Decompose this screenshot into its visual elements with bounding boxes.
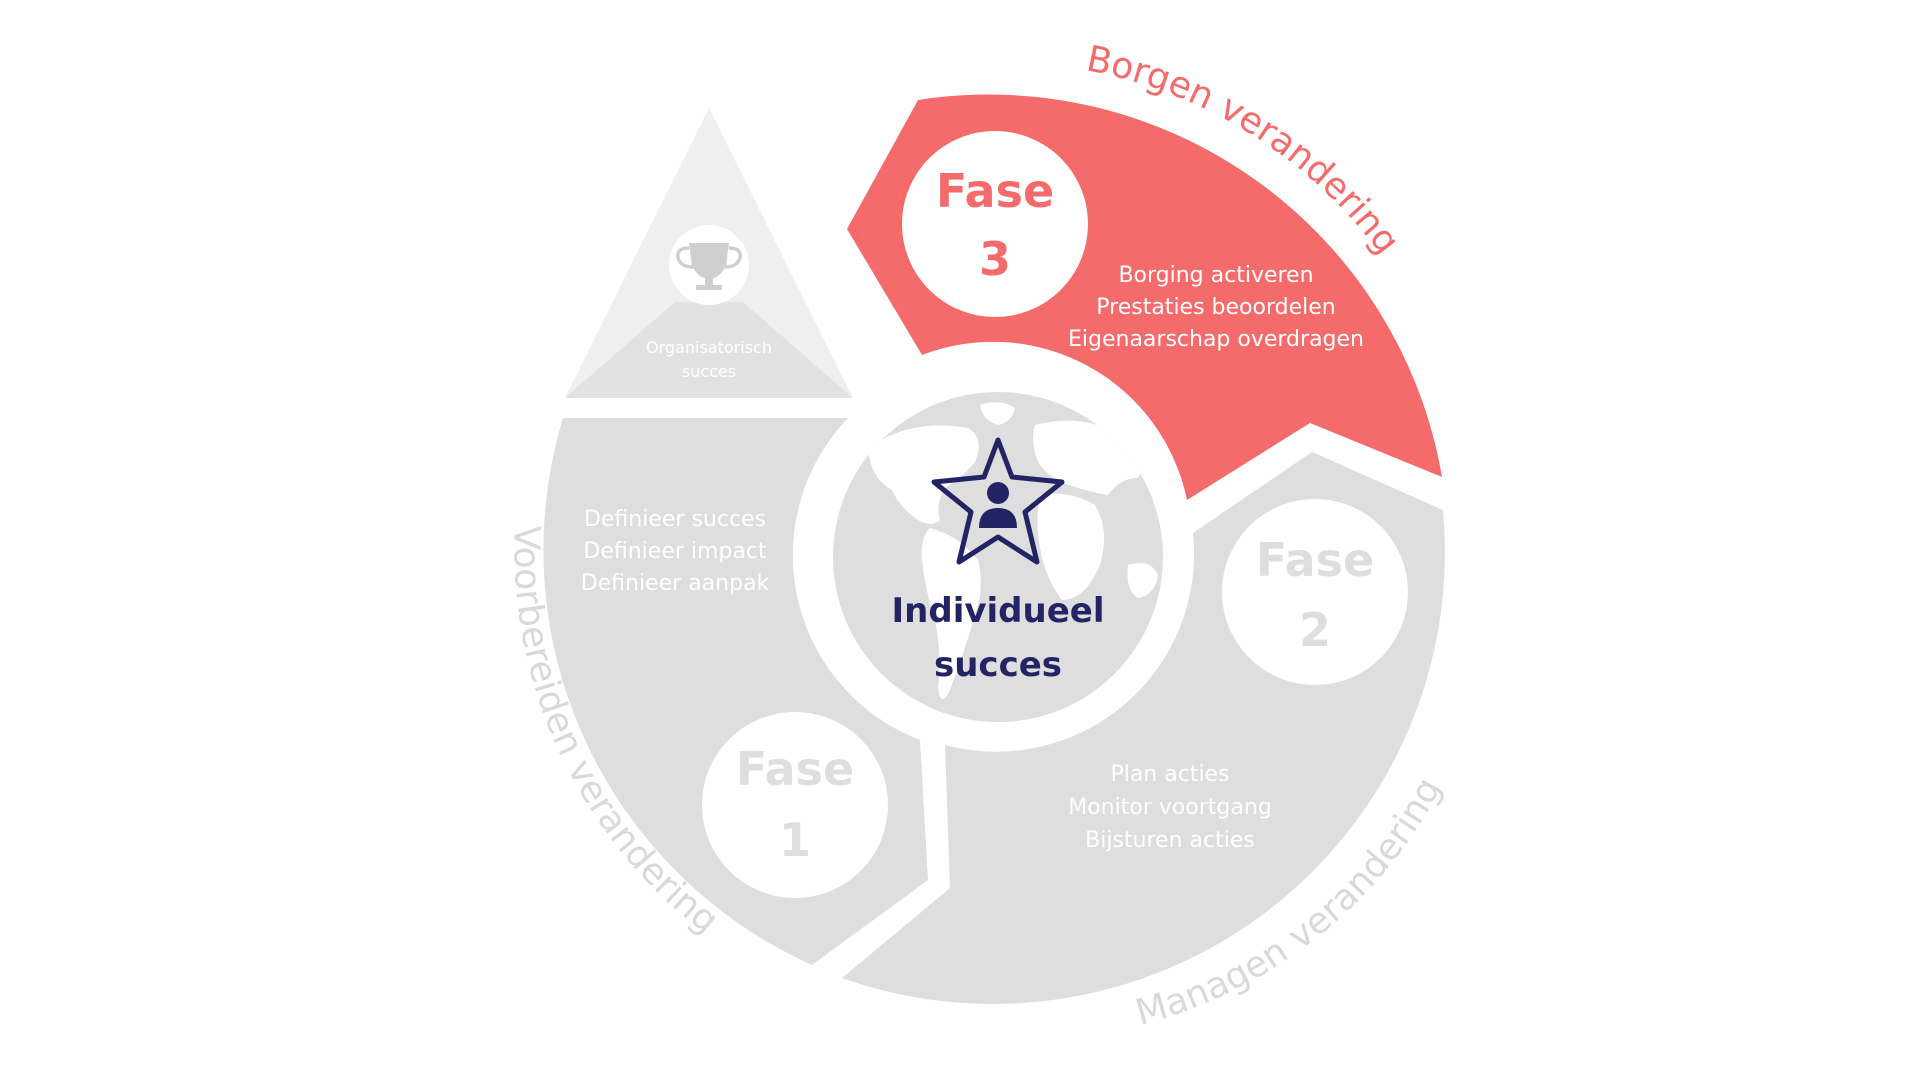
phase-3-segment[interactable]: Fase 3 Borging activeren Prestaties beoo… (847, 94, 1442, 500)
phase-2-item-2: Monitor voortgang (1068, 795, 1272, 820)
person-head (987, 482, 1009, 504)
organisational-success-pyramid: Organisatorisch succes (565, 108, 853, 398)
phase-2-fase-label: Fase (1256, 533, 1374, 587)
trophy-icon (675, 243, 743, 290)
phase-1-item-2: Definieer impact (583, 539, 767, 564)
phase-3-item-2: Prestaties beoordelen (1096, 295, 1335, 320)
phase-2-circle (1222, 499, 1408, 685)
person-body (979, 508, 1017, 528)
individual-success-center: Individueel succes (810, 369, 1186, 745)
center-label-line2: succes (934, 645, 1062, 685)
phase-1-item-3: Definieer aanpak (581, 571, 770, 596)
center-label-line1: Individueel (892, 591, 1105, 631)
phase-3-number: 3 (979, 232, 1011, 286)
phase-2-number: 2 (1299, 603, 1331, 657)
pyramid-label-line2: succes (682, 362, 736, 381)
phase-3-circle (902, 131, 1088, 317)
phase-3-item-3: Eigenaarschap overdragen (1068, 327, 1364, 352)
pyramid-base (565, 302, 853, 398)
phase-1-circle (702, 712, 888, 898)
phase-1-item-1: Definieer succes (584, 507, 766, 532)
phase-2-item-3: Bijsturen acties (1085, 828, 1255, 853)
phase-1-segment[interactable]: Fase 1 Definieer succes Definieer impact… (543, 418, 928, 965)
phase-3-item-1: Borging activeren (1118, 263, 1313, 288)
pyramid-label-line1: Organisatorisch (646, 338, 772, 357)
phase-3-fase-label: Fase (936, 164, 1054, 218)
phase-1-fase-label: Fase (736, 742, 854, 796)
phase-1-number: 1 (779, 813, 811, 867)
star-outline (931, 437, 1065, 565)
phase-2-item-1: Plan acties (1110, 762, 1229, 787)
phase-2-segment[interactable]: Fase 2 Plan acties Monitor voortgang Bij… (842, 452, 1445, 1004)
star-person-icon (931, 437, 1065, 565)
world-map (868, 402, 1158, 699)
